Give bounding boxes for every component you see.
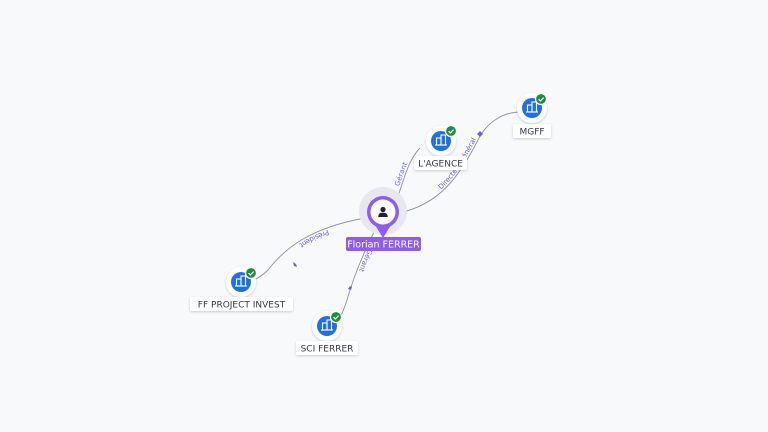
company-name: FF PROJECT INVEST	[198, 300, 286, 310]
edge-arrow-ffpi	[293, 262, 297, 267]
company-name: SCI FERRER	[301, 344, 354, 354]
building-icon	[321, 319, 333, 331]
person-node[interactable]: Florian FERRER	[346, 187, 421, 251]
company-node-lagence[interactable]: L'AGENCE	[414, 124, 467, 171]
company-name: L'AGENCE	[418, 159, 463, 169]
company-node-mgff[interactable]: MGFF	[513, 92, 551, 138]
company-label-box	[414, 156, 467, 170]
company-name: MGFF	[519, 127, 544, 137]
verified-check-badge	[534, 92, 548, 106]
person-name-badge	[346, 237, 421, 251]
edge-label-ffpi: Président	[298, 228, 330, 249]
person-name: Florian FERRER	[347, 239, 420, 250]
person-icon	[378, 206, 388, 217]
check-icon	[248, 271, 255, 276]
building-icon	[526, 101, 538, 113]
verified-check-badge	[244, 266, 258, 280]
verified-check-badge	[329, 310, 343, 324]
check-icon	[538, 97, 545, 102]
company-node-ffpi[interactable]: FF PROJECT INVEST	[190, 266, 293, 311]
company-label-box	[513, 124, 551, 138]
company-label-box	[296, 341, 358, 355]
verified-check-badge	[444, 124, 458, 138]
person-node-pin-tip	[375, 225, 391, 238]
edge-label-sci: Gérant	[357, 248, 374, 273]
edge-lagence: Gérant	[393, 147, 421, 197]
company-node-sci[interactable]: SCI FERRER	[296, 310, 358, 355]
edge-arrow-sci	[348, 286, 352, 290]
building-icon	[235, 275, 247, 287]
check-icon	[448, 129, 455, 134]
company-label-box	[190, 297, 293, 311]
check-icon	[333, 315, 340, 320]
edge-arrow-mgff	[477, 131, 483, 137]
edge-label-lagence: Gérant	[393, 161, 409, 187]
building-icon	[435, 134, 447, 146]
